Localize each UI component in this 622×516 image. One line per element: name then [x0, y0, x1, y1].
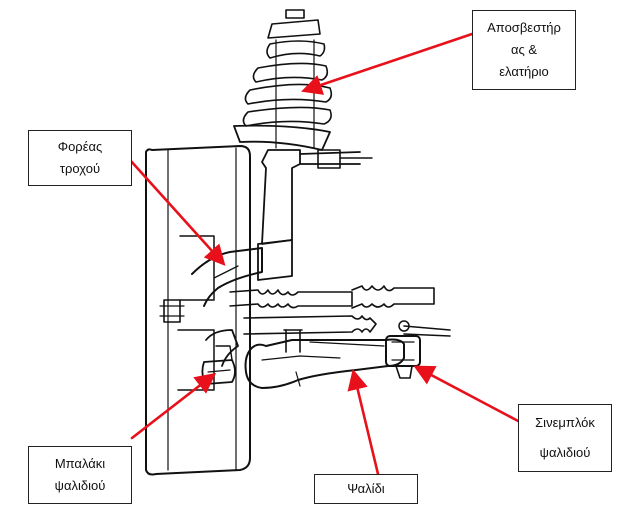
shock-absorber-spring — [233, 9, 373, 281]
label-shock-spring: Αποσβεστήρ ας & ελατήριο — [472, 10, 576, 90]
arrow-control-arm — [347, 368, 380, 476]
drive-shaft — [229, 285, 435, 335]
callout-arrows — [128, 32, 522, 476]
label-shock-spring-line3: ελατήριο — [499, 64, 549, 79]
control-arm-bushing — [385, 320, 421, 379]
label-bushing-line1: Σινεμπλόκ — [535, 415, 595, 430]
label-bushing-line2: ψαλιδιού — [539, 445, 591, 460]
suspension-drawing — [145, 9, 451, 476]
ball-joint — [201, 345, 236, 385]
label-control-arm: Ψαλίδι — [314, 474, 418, 504]
label-wheel-carrier-line2: τροχού — [59, 161, 101, 176]
label-control-arm-line1: Ψαλίδι — [347, 481, 385, 496]
arrow-bushing — [413, 365, 522, 424]
label-shock-spring-line1: Αποσβεστήρ — [487, 20, 561, 35]
label-ball-joint-line1: Μπαλάκι — [54, 456, 106, 471]
arrow-wheel-carrier — [128, 158, 226, 266]
label-wheel-carrier: Φορέας τροχού — [28, 130, 132, 186]
label-ball-joint-line2: ψαλιδιού — [54, 478, 106, 493]
arrow-ball-joint — [130, 372, 217, 440]
label-ball-joint: Μπαλάκι ψαλιδιού — [28, 446, 132, 504]
label-shock-spring-line2: ας & — [510, 42, 538, 57]
arrow-shock-spring — [301, 32, 474, 95]
label-wheel-carrier-line1: Φορέας — [57, 139, 103, 154]
label-bushing: Σινεμπλόκ ψαλιδιού — [518, 404, 612, 472]
